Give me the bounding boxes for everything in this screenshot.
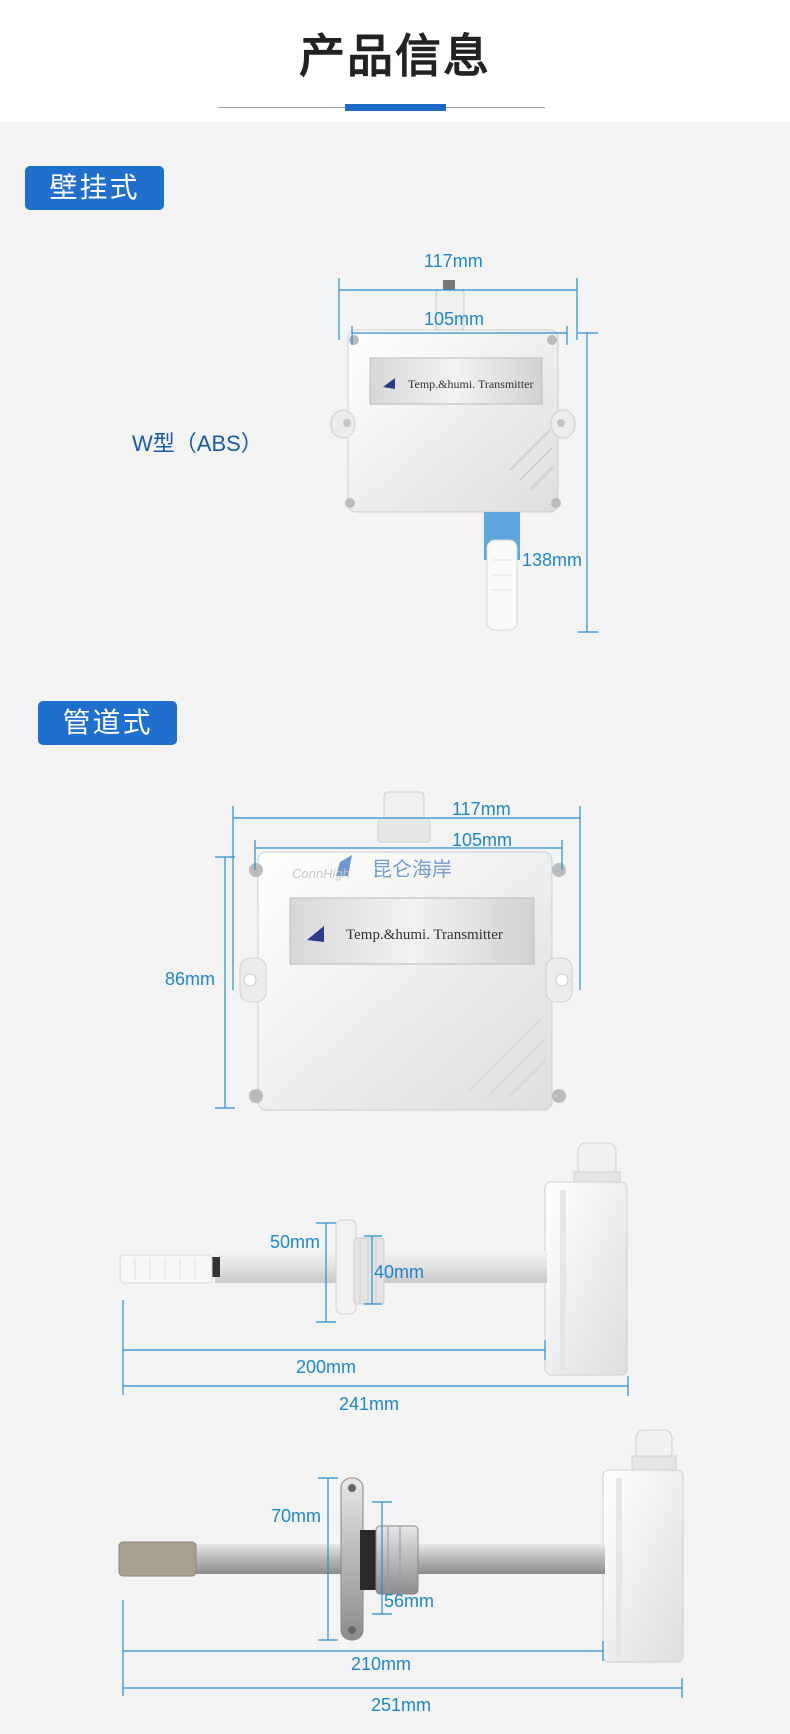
- duct-probe-metal-drawing: [118, 1429, 684, 1663]
- duct-unit-label: Temp.&humi. Transmitter: [346, 927, 503, 943]
- duct-transmitter-front-drawing: 昆仑海岸 ConnHigh Temp.&humi. Transmitter: [239, 791, 573, 1111]
- probe1-thread-dim: 40mm: [374, 1262, 424, 1282]
- model-label: W型（ABS）: [132, 431, 263, 456]
- wall-width-inner-dim: 105mm: [424, 309, 484, 329]
- brand-en-watermark: ConnHigh: [292, 866, 350, 881]
- wall-dimension-lines: [338, 278, 598, 633]
- probe1-length-dim: 200mm: [296, 1357, 356, 1377]
- wall-width-outer-dim: 117mm: [424, 251, 483, 271]
- title-accent-bar: [345, 104, 446, 111]
- duct-width-outer-dim: 117mm: [452, 799, 511, 819]
- duct-width-inner-dim: 105mm: [452, 830, 512, 850]
- wall-unit-label: Temp.&humi. Transmitter: [408, 377, 534, 391]
- page-title: 产品信息: [299, 29, 491, 83]
- probe2-total-dim: 251mm: [371, 1695, 431, 1715]
- duct-height-dim: 86mm: [165, 969, 215, 989]
- probe2-dimension-lines: [122, 1477, 683, 1698]
- duct-probe-plastic-drawing: [119, 1142, 628, 1376]
- probe2-length-dim: 210mm: [351, 1654, 411, 1674]
- probe2-flange-dim: 70mm: [271, 1506, 321, 1526]
- brand-watermark: 昆仑海岸: [372, 857, 452, 881]
- section-tag-duct: 管道式: [38, 701, 177, 745]
- probe2-thread-dim: 56mm: [384, 1591, 434, 1611]
- wall-height-dim: 138mm: [522, 550, 582, 570]
- probe1-total-dim: 241mm: [339, 1394, 399, 1414]
- probe1-flange-dim: 50mm: [270, 1232, 320, 1252]
- section-tag-wall: 壁挂式: [25, 166, 164, 210]
- header-bar: 产品信息: [0, 0, 790, 122]
- probe1-dimension-lines: [122, 1222, 629, 1396]
- duct-front-dimension-lines: [215, 806, 581, 1109]
